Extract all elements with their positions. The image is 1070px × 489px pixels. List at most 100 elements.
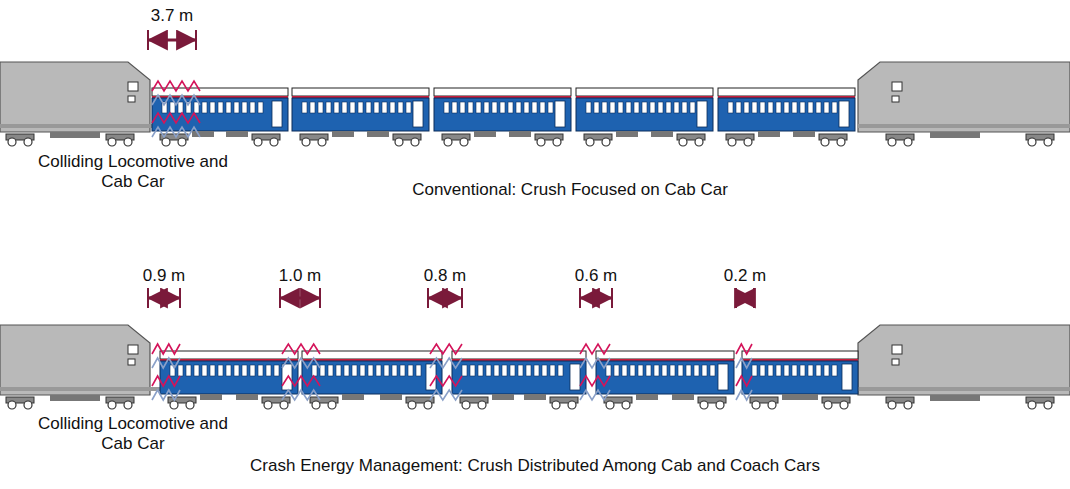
- wheel: [1028, 401, 1036, 409]
- wheel: [312, 401, 320, 409]
- wheel: [602, 138, 610, 146]
- window: [626, 102, 631, 113]
- window: [690, 102, 695, 113]
- underframe-box: [672, 394, 694, 400]
- underframe-box: [636, 394, 658, 400]
- window: [500, 102, 505, 113]
- wheel: [768, 401, 776, 409]
- dimension-arrow: [281, 297, 319, 300]
- window: [816, 365, 821, 376]
- window: [792, 365, 797, 376]
- window: [800, 365, 805, 376]
- wheel: [108, 138, 116, 146]
- wheel: [586, 138, 594, 146]
- window: [444, 102, 449, 113]
- window: [210, 365, 215, 376]
- underframe-box: [332, 131, 354, 137]
- underframe-box: [524, 394, 546, 400]
- locomotive-body: [0, 325, 150, 395]
- cab-window: [892, 82, 902, 91]
- window: [218, 365, 223, 376]
- window: [234, 365, 239, 376]
- underframe-box: [367, 131, 389, 137]
- window: [540, 102, 545, 113]
- window: [170, 102, 175, 113]
- window: [334, 102, 339, 113]
- door: [842, 364, 852, 390]
- car-body: [292, 98, 429, 131]
- wheel: [395, 138, 403, 146]
- car-roof: [302, 351, 442, 359]
- window: [784, 365, 789, 376]
- dimension-tick: [179, 288, 181, 308]
- wheel: [888, 401, 896, 409]
- crush-zone: [736, 376, 752, 386]
- wheel: [679, 138, 687, 146]
- window: [352, 365, 357, 376]
- crush-zone: [152, 127, 200, 137]
- door: [413, 101, 423, 127]
- dimension-tick: [147, 288, 149, 308]
- window: [452, 102, 457, 113]
- wheel: [478, 401, 486, 409]
- window: [194, 102, 199, 113]
- window: [382, 102, 387, 113]
- wheel: [1044, 138, 1052, 146]
- locomotive-body: [858, 62, 1070, 132]
- window: [194, 365, 199, 376]
- window: [494, 365, 499, 376]
- wheel: [622, 401, 630, 409]
- crush-zone: [580, 344, 610, 354]
- wheel: [462, 401, 470, 409]
- window: [702, 365, 707, 376]
- wheel: [695, 138, 703, 146]
- window: [358, 102, 363, 113]
- dimension-tick: [319, 288, 321, 308]
- note-label: Colliding Locomotive and Cab Car: [33, 414, 233, 454]
- window: [832, 102, 837, 113]
- window: [776, 365, 781, 376]
- door: [697, 101, 707, 127]
- wheel: [744, 138, 752, 146]
- window: [406, 102, 411, 113]
- wheel: [888, 138, 896, 146]
- underframe-box: [380, 394, 402, 400]
- wheel: [460, 138, 468, 146]
- window: [478, 365, 483, 376]
- window: [658, 102, 663, 113]
- window: [460, 102, 465, 113]
- dimension-tick: [147, 30, 149, 50]
- dimension-label: 0.9 m: [129, 266, 199, 286]
- crush-zone: [282, 376, 320, 386]
- window: [186, 365, 191, 376]
- window: [682, 102, 687, 113]
- wheel: [840, 401, 848, 409]
- window: [736, 102, 741, 113]
- crush-zone: [152, 95, 200, 105]
- car-body: [452, 361, 586, 394]
- crush-zone: [430, 358, 462, 368]
- window: [376, 365, 381, 376]
- window: [526, 365, 531, 376]
- window: [710, 365, 715, 376]
- locomotive-body: [0, 62, 150, 132]
- window: [694, 365, 699, 376]
- window: [614, 365, 619, 376]
- window: [622, 365, 627, 376]
- wheel: [700, 401, 708, 409]
- window: [202, 365, 207, 376]
- window: [266, 365, 271, 376]
- window: [366, 102, 371, 113]
- underframe-box: [793, 131, 815, 137]
- crush-zone: [736, 390, 752, 400]
- window: [792, 102, 797, 113]
- window: [610, 102, 615, 113]
- window: [642, 102, 647, 113]
- window: [390, 102, 395, 113]
- window: [508, 102, 513, 113]
- wheel: [162, 138, 170, 146]
- wheel: [328, 401, 336, 409]
- wheel: [264, 401, 272, 409]
- wheel: [8, 401, 16, 409]
- wheel: [904, 401, 912, 409]
